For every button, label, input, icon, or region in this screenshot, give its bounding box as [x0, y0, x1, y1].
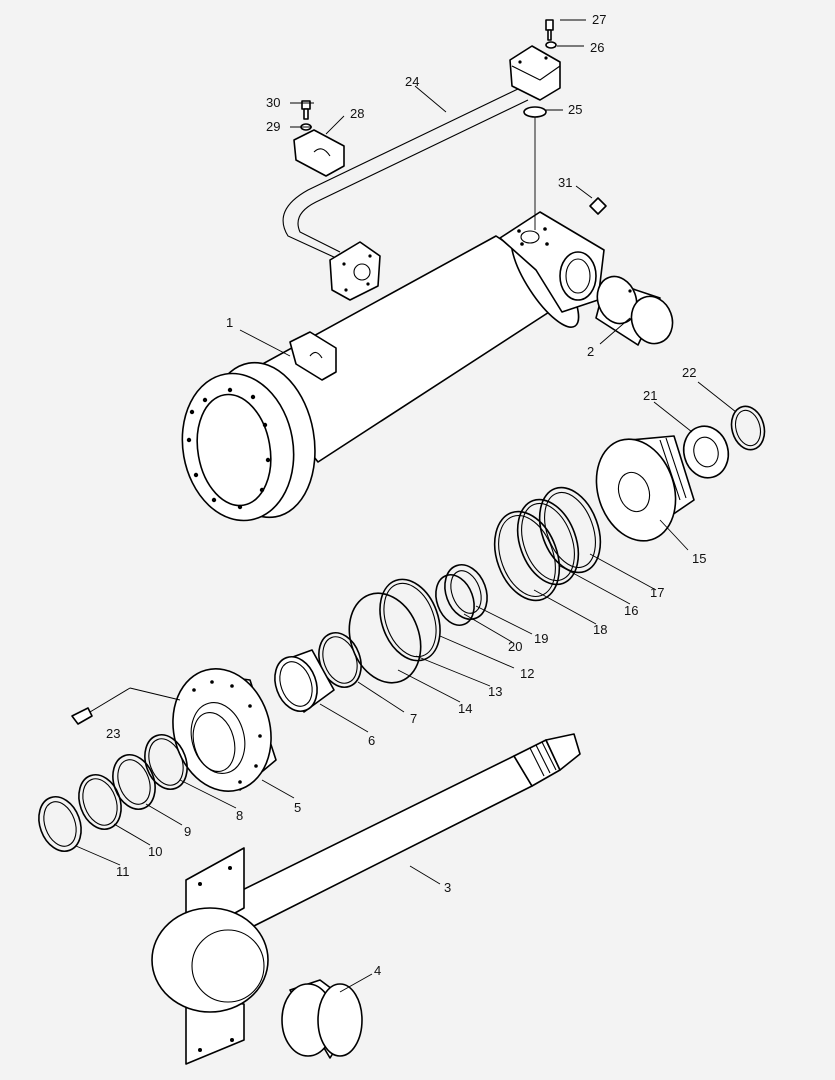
callout-1: 1 [226, 315, 233, 330]
callout-12: 12 [520, 666, 534, 681]
callout-16: 16 [624, 603, 638, 618]
callout-18: 18 [593, 622, 607, 637]
piston-nut [682, 425, 730, 479]
callout-17: 17 [650, 585, 664, 600]
cylinder-barrel [181, 211, 605, 522]
callout-23: 23 [106, 726, 120, 741]
callout-14: 14 [458, 701, 472, 716]
cylinder-gland [172, 668, 277, 792]
callout-9: 9 [184, 824, 191, 839]
guide-bushing [274, 649, 335, 713]
callout-20: 20 [508, 639, 522, 654]
callout-8: 8 [236, 808, 243, 823]
callout-numbers: 1 2 3 4 5 6 7 8 9 10 11 12 13 14 15 16 1… [106, 12, 706, 978]
callout-27: 27 [592, 12, 606, 27]
callout-10: 10 [148, 844, 162, 859]
flange-bolt-holes [186, 387, 271, 510]
bushing-4 [281, 979, 363, 1059]
callout-30: 30 [266, 95, 280, 110]
callout-19: 19 [534, 631, 548, 646]
callout-4: 4 [374, 963, 381, 978]
piston-seals [318, 486, 602, 688]
callout-6: 6 [368, 733, 375, 748]
callout-29: 29 [266, 119, 280, 134]
pipe-clamp [293, 100, 345, 177]
leader-lines [75, 19, 737, 993]
callout-24: 24 [405, 74, 419, 89]
retaining-ring [730, 405, 766, 451]
callout-3: 3 [444, 880, 451, 895]
callout-28: 28 [350, 106, 364, 121]
top-bolt [523, 19, 557, 230]
callout-11: 11 [116, 864, 130, 879]
callout-25: 25 [568, 102, 582, 117]
callout-21: 21 [643, 388, 657, 403]
callout-2: 2 [587, 344, 594, 359]
callout-31: 31 [558, 175, 572, 190]
callout-26: 26 [590, 40, 604, 55]
piston-rod [151, 733, 581, 1065]
callout-7: 7 [410, 711, 417, 726]
callout-5: 5 [294, 800, 301, 815]
callout-15: 15 [692, 551, 706, 566]
gland-screw [71, 687, 181, 725]
grease-nipple [589, 197, 607, 215]
callout-22: 22 [682, 365, 696, 380]
bushing-2 [595, 275, 674, 346]
hydraulic-pipe [282, 45, 561, 301]
gland-seals [38, 734, 188, 852]
callout-13: 13 [488, 684, 502, 699]
piston [595, 435, 695, 542]
